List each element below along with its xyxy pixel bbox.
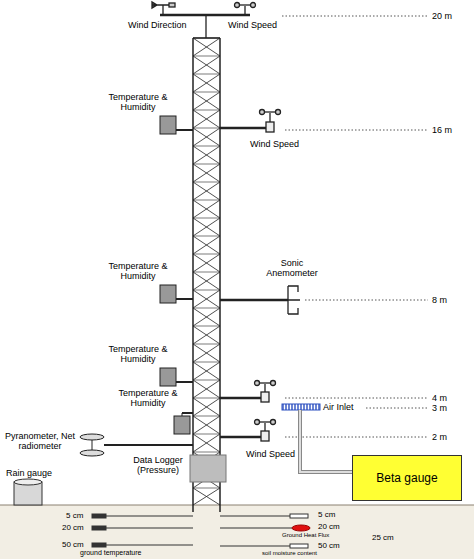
logger-label: Data Logger (Pressure) <box>127 455 189 476</box>
sensor-label: Air Inlet <box>323 402 354 412</box>
depth-label: 50 cm <box>62 540 84 549</box>
height-label: 16 m <box>432 125 452 135</box>
depth-label: 50 cm <box>318 541 340 550</box>
depth-label: 20 cm <box>318 522 340 531</box>
ground <box>0 505 474 559</box>
sensor-label: Wind Direction <box>128 20 187 30</box>
depth-label: 25 cm <box>372 533 394 542</box>
sample-pipe <box>300 410 352 472</box>
height-label: 8 m <box>432 295 447 305</box>
depth-label: 20 cm <box>62 523 84 532</box>
ground-line <box>0 505 474 506</box>
lattice-tower <box>193 38 220 512</box>
sensor-label: Pyranometer, Net radiometer <box>2 431 78 452</box>
height-leaders <box>282 16 428 437</box>
node-text: Beta gauge <box>376 471 437 485</box>
rain-gauge <box>14 479 42 505</box>
sensor-label: Wind Speed <box>250 139 299 149</box>
height-label: 3 m <box>432 403 447 413</box>
sensor-label: Wind Speed <box>246 449 295 459</box>
depth-label: 5 cm <box>318 510 335 519</box>
gauge-box: Beta gauge <box>352 455 462 501</box>
pyranometer <box>80 434 193 456</box>
height-label: 4 m <box>432 393 447 403</box>
probe-label: ground temperature <box>80 549 141 557</box>
sensor-label: Temperature & Humidity <box>103 344 173 365</box>
sensor-label: Temperature & Humidity <box>103 261 173 282</box>
sensor-label: Sonic Anemometer <box>259 258 325 279</box>
probe-label: Ground Heat Flux <box>282 532 329 539</box>
air-inlet <box>282 404 320 410</box>
sensor-label: Temperature & Humidity <box>113 388 183 409</box>
sensor-label: Temperature & Humidity <box>103 92 173 113</box>
temperature-humidity-sensors <box>160 116 193 434</box>
sensor-label: Rain gauge <box>6 468 52 478</box>
sensor-label: Wind Speed <box>228 20 277 30</box>
ground-probes <box>92 514 310 548</box>
sample-pipe-core <box>300 410 352 472</box>
height-label: 2 m <box>432 432 447 442</box>
depth-label: 5 cm <box>66 511 83 520</box>
data-logger-box <box>190 455 226 482</box>
height-label: 20 m <box>432 11 452 21</box>
probe-label: soil moisture content <box>262 550 317 557</box>
